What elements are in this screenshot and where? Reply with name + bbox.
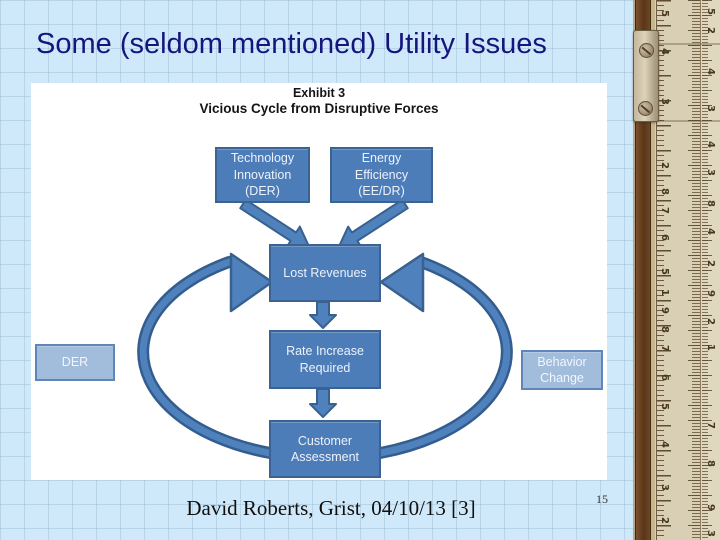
ruler-digit: 9 [658, 307, 670, 314]
ruler-left-edge [633, 0, 635, 540]
ruler-digit: 1 [704, 344, 716, 351]
cycle-arrowhead-right-icon [379, 252, 425, 313]
ruler-digit: 5 [658, 268, 670, 275]
ruler-digit: 7 [704, 422, 716, 429]
ruler-digit: 2 [658, 162, 670, 169]
ruler-digit: 4 [704, 141, 716, 148]
cycle-diagram-svg [137, 198, 513, 464]
ruler-digit: 2 [704, 318, 716, 325]
ruler-digit: 8 [704, 460, 716, 467]
ruler-digit: 3 [704, 169, 716, 176]
diagonal-arrow-right-icon [337, 198, 409, 249]
ruler-digit: 4 [704, 68, 716, 75]
ruler-digit: 8 [704, 200, 716, 207]
ruler-digit: 5 [704, 8, 716, 15]
slide-title: Some (seldom mentioned) Utility Issues [36, 28, 547, 60]
metal-clip [633, 30, 659, 122]
ruler-seam [653, 43, 720, 45]
ruler-digit: 9 [704, 504, 716, 511]
ruler-digit: 3 [704, 530, 716, 537]
exhibit-subheading: Vicious Cycle from Disruptive Forces [199, 101, 439, 116]
down-arrow-icon [309, 388, 337, 418]
cycle-arc-right [319, 256, 513, 464]
cycle-arrowhead-left-icon [229, 252, 274, 313]
ruler-digit: 2 [658, 517, 670, 524]
screw-icon [639, 43, 654, 58]
ruler-digit: 1 [658, 289, 670, 296]
ruler-digit: 7 [658, 207, 670, 214]
ruler-digit: 6 [658, 234, 670, 241]
ruler-digit: 3 [704, 105, 716, 112]
ruler-digit: 4 [658, 48, 670, 55]
ruler-digit: 9 [704, 290, 716, 297]
ruler-baseline [656, 0, 657, 540]
ruler-digit: 7 [658, 345, 670, 352]
cycle-arc-left [137, 256, 331, 464]
ruler-digit: 2 [704, 260, 716, 267]
screw-icon [638, 101, 653, 116]
ruler-digit: 4 [658, 441, 670, 448]
box-lost-revenues: Lost Revenues [269, 244, 381, 302]
ruler-digit: 5 [658, 403, 670, 410]
ruler-digit: 3 [658, 484, 670, 491]
ruler-wood-strip [635, 0, 651, 540]
ruler-digit: 6 [658, 374, 670, 381]
page-number: 15 [596, 492, 608, 506]
ruler-digit: 4 [704, 228, 716, 235]
ruler-digit: 2 [704, 27, 716, 34]
box-der: DER [35, 344, 115, 381]
ruler-ticks-fine-big [688, 0, 700, 540]
down-arrow-icon [309, 301, 337, 329]
ruler-digit: 5 [658, 10, 670, 17]
ruler-gap-strip [651, 0, 655, 540]
ruler-digit: 8 [658, 326, 670, 333]
ruler-digit: 3 [658, 98, 670, 105]
ruler-ticks-right-big [702, 0, 712, 540]
ruler-seam [653, 120, 720, 122]
ruler-digit: 8 [658, 188, 670, 195]
exhibit-heading: Exhibit 3 [292, 86, 346, 100]
ruler-border: 5 4 3 2 8 7 6 5 1 9 8 7 6 5 4 3 2 5 2 4 3 4 3 8 4 2 9 2 1 7 8 9 3 [633, 0, 720, 540]
ruler-ticks-big [657, 0, 671, 540]
diagram-panel: Exhibit 3 Vicious Cycle from Disruptive … [31, 83, 607, 480]
attribution-text: David Roberts, Grist, 04/10/13 [3] [186, 496, 476, 520]
